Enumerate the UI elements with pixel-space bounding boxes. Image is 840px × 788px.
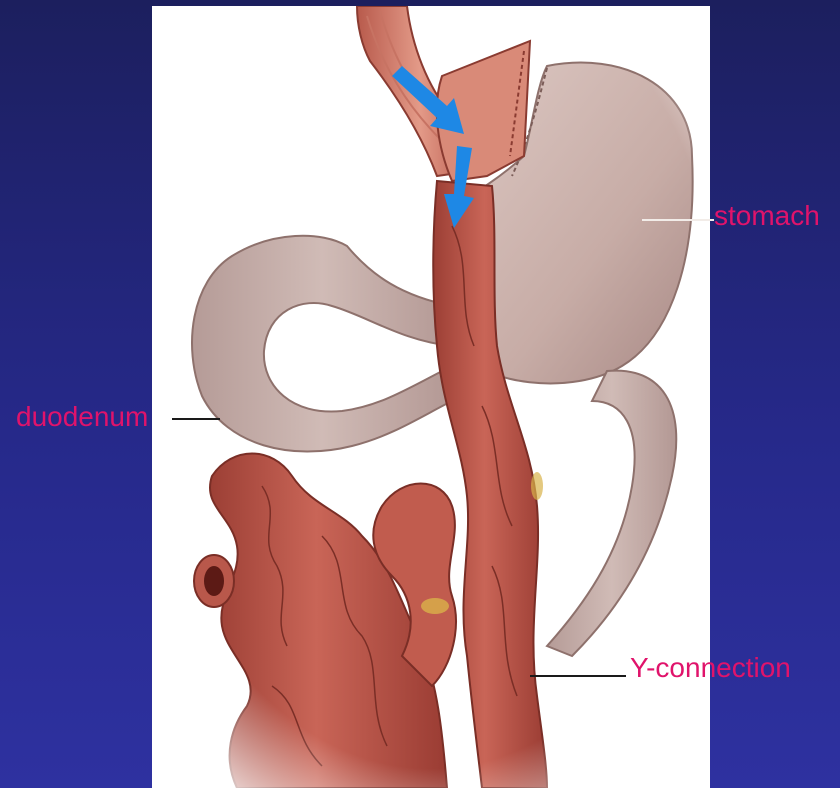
stomach-label: stomach bbox=[714, 200, 820, 232]
gastric-bypass-diagram bbox=[152, 6, 710, 788]
y-connection-leader-line bbox=[530, 675, 626, 677]
stomach-leader-line bbox=[642, 219, 714, 221]
duodenum-label: duodenum bbox=[16, 401, 148, 433]
anatomy-illustration bbox=[152, 6, 710, 788]
duodenum-leader-line bbox=[172, 418, 220, 420]
y-connection-label: Y-connection bbox=[630, 652, 791, 684]
